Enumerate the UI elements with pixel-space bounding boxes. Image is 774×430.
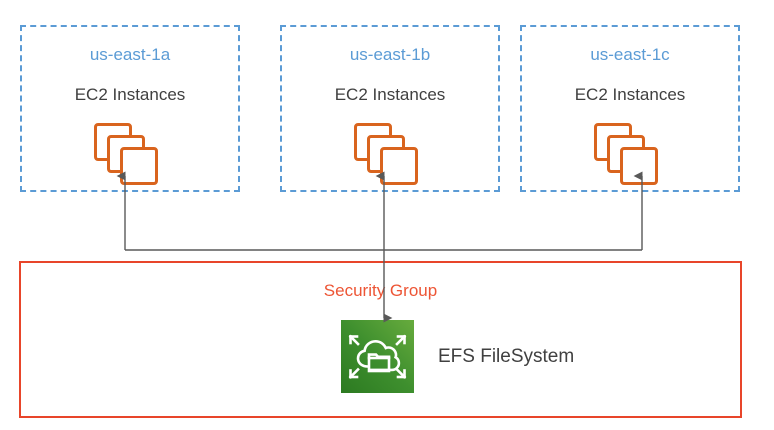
efs-filesystem-node[interactable]: EFS FileSystem — [341, 320, 574, 393]
ec2-square-front — [120, 147, 158, 185]
az-title-us-east-1b: us-east-1b — [349, 45, 431, 64]
ec2-square-front — [380, 147, 418, 185]
ec2-square-front — [620, 147, 658, 185]
availability-zone-us-east-1b[interactable]: us-east-1b EC2 Instances — [280, 25, 500, 192]
az-subtitle-ec2-instances: EC2 Instances — [574, 85, 686, 104]
ec2-instances-icon[interactable] — [594, 123, 666, 187]
availability-zone-us-east-1a[interactable]: us-east-1a EC2 Instances — [20, 25, 240, 192]
security-group-label: Security Group — [323, 281, 438, 300]
availability-zone-us-east-1c[interactable]: us-east-1c EC2 Instances — [520, 25, 740, 192]
az-subtitle-ec2-instances: EC2 Instances — [74, 85, 186, 104]
ec2-instances-icon[interactable] — [94, 123, 166, 187]
efs-filesystem-label: EFS FileSystem — [438, 345, 575, 367]
az-subtitle-ec2-instances: EC2 Instances — [334, 85, 446, 104]
az-title-us-east-1c: us-east-1c — [590, 45, 670, 64]
az-title-us-east-1a: us-east-1a — [89, 45, 171, 64]
ec2-instances-icon[interactable] — [354, 123, 426, 187]
efs-filesystem-icon — [341, 320, 414, 393]
security-group-boundary[interactable]: Security Group — [19, 261, 742, 418]
